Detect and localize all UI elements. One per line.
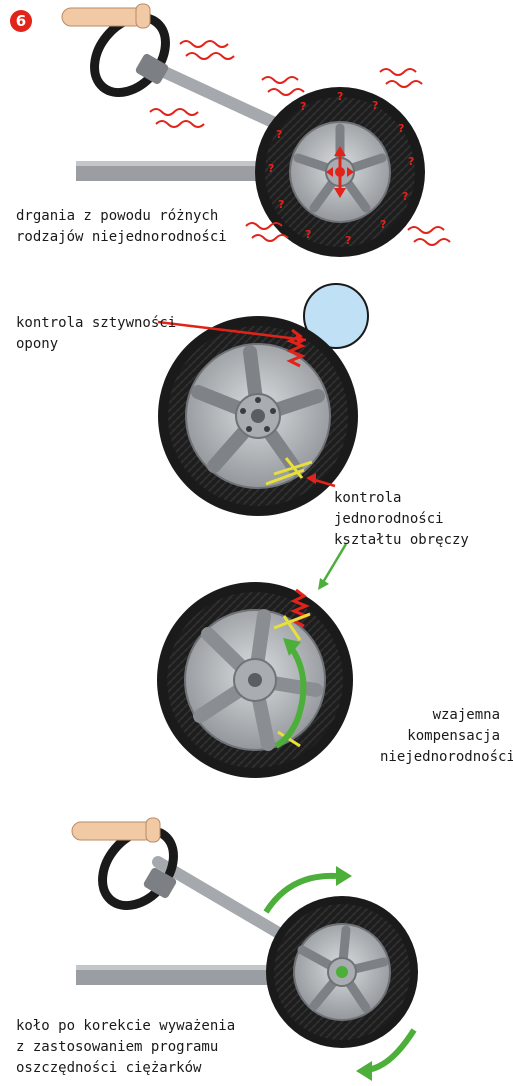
steering-wheel-icon [90,12,170,98]
unknown-marker-icon: ? ? ? ? ? ? ? ? ? ? ? ? [268,90,414,247]
svg-text:?: ? [278,198,284,211]
vibration-caption: drgania z powodu różnych rodzajów niejed… [16,208,227,245]
hand-icon [71,817,161,843]
svg-text:?: ? [276,128,282,141]
vibrating-wheel [255,87,425,257]
rim-check-marks [265,457,313,486]
svg-text:?: ? [337,90,343,103]
rim-uniformity-caption: kontrola jednorodności kształtu obręczy [334,490,469,548]
svg-text:?: ? [345,234,351,247]
compensation-rotation-arrow-icon [274,644,307,749]
result-caption: koło po korekcie wyważenia z zastosowani… [16,1018,236,1076]
step-number-badge: 6 [10,10,32,32]
svg-text:?: ? [380,218,386,231]
scene-result [71,817,418,1081]
scene-compensation [157,543,353,778]
compensation-caption: wzajemna kompensacja niejednorodności [380,707,513,765]
balanced-hub-icon [336,966,348,978]
stiffness-pointer [157,320,307,342]
hand-icon [61,3,151,29]
vibration-lines-icon [149,40,451,246]
steering-wheel-icon [98,825,178,911]
svg-text:?: ? [398,122,404,135]
svg-text:?: ? [300,100,306,113]
svg-text:?: ? [408,155,414,168]
svg-text:?: ? [402,190,408,203]
rotation-arrow-icon [263,872,337,914]
svg-text:?: ? [268,162,274,175]
svg-text:?: ? [305,228,311,241]
scene-measurement [157,283,369,516]
tire-stiffness-caption: kontrola sztywności opony [16,315,177,352]
steering-shaft [154,64,296,136]
scene-vibration: ? ? ? ? ? ? ? ? ? ? ? ? [61,3,451,257]
load-roller [303,283,369,349]
svg-text:?: ? [372,99,378,112]
